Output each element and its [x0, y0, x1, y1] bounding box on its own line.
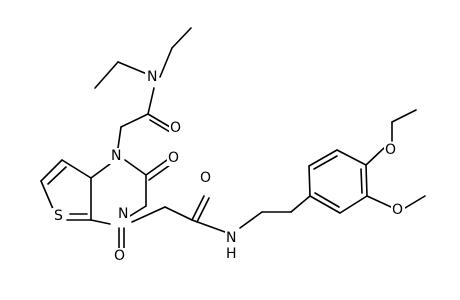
amide-nitrogen-nh-label: N — [226, 230, 236, 246]
bond-lines — [40, 27, 426, 249]
methoxy-oxygen-bottom-label: O — [392, 202, 403, 218]
amide-oxygen-middle-label: O — [200, 170, 211, 186]
carbonyl-oxygen-c2-label: O — [168, 150, 179, 166]
atom-labels: N O N O N O S O N H O O — [52, 69, 405, 264]
amide-oxygen-top-label: O — [170, 120, 181, 136]
amide-hydrogen-label: H — [226, 246, 237, 262]
ring-nitrogen-3-label: N — [118, 206, 128, 222]
thiophene-sulfur-label: S — [54, 208, 63, 224]
methoxy-oxygen-top-label: O — [385, 142, 396, 158]
ring-nitrogen-1-label: N — [111, 148, 121, 164]
amide-nitrogen-top-label: N — [147, 69, 157, 85]
carbonyl-oxygen-c4-label: O — [114, 248, 125, 264]
